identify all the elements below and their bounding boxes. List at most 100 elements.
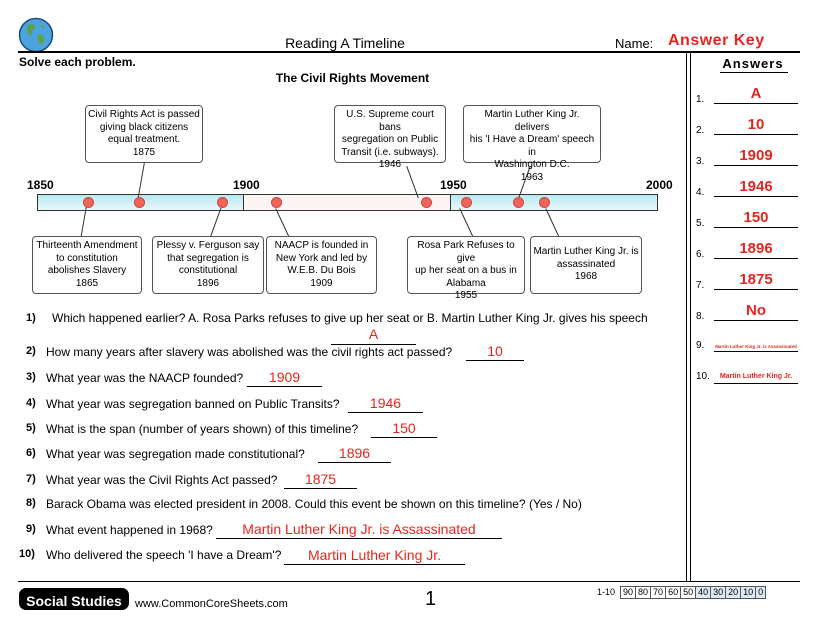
- footer-divider: [18, 581, 800, 582]
- name-label: Name:: [615, 36, 654, 51]
- connector: [209, 207, 222, 239]
- event-text: constitutional: [178, 265, 238, 276]
- score-cell: 50: [680, 586, 697, 599]
- event-dot: [539, 197, 550, 208]
- question-number: 2): [26, 345, 36, 357]
- event-dot: [513, 197, 524, 208]
- question-answer: 1909: [268, 369, 301, 385]
- score-cell: 80: [635, 586, 652, 599]
- timeline-divider: [243, 194, 244, 211]
- event-text: assassinated: [556, 258, 616, 270]
- answer-number: 9.: [696, 340, 705, 351]
- answer-row: 3. 1909: [696, 147, 802, 168]
- answer-value: No: [746, 302, 766, 319]
- header-divider: [18, 51, 800, 53]
- subject-badge: Social Studies: [19, 588, 129, 610]
- event-box: NAACP is founded in New York and led by …: [266, 236, 377, 294]
- answer-key-label: Answer Key: [668, 32, 765, 49]
- question-number: 7): [26, 473, 36, 485]
- event-dot: [461, 197, 472, 208]
- answer-row: 7. 1875: [696, 271, 802, 292]
- answer-number: 10.: [696, 371, 710, 382]
- event-box: Civil Rights Act is passed giving black …: [85, 105, 203, 163]
- answer-value: 1875: [739, 271, 773, 288]
- connector: [275, 208, 290, 238]
- site-url[interactable]: www.CommonCoreSheets.com: [135, 598, 288, 610]
- event-text: Martin Luther King Jr. is: [533, 246, 639, 257]
- connector: [545, 208, 560, 238]
- event-year: 1968: [574, 271, 598, 282]
- event-text: abolishes Slavery: [47, 265, 127, 276]
- instructions: Solve each problem.: [19, 55, 136, 69]
- answer-line: [331, 344, 416, 345]
- event-text: Alabama: [446, 277, 486, 289]
- question-answer: 10: [487, 343, 503, 359]
- question-answer: 1896: [338, 445, 371, 461]
- event-dot: [271, 197, 282, 208]
- question-number: 3): [26, 371, 36, 383]
- answer-number: 5.: [696, 218, 705, 229]
- answer-row: 5. 150: [696, 209, 802, 230]
- event-text: Martin Luther King Jr. delivers: [484, 109, 580, 133]
- event-text: W.E.B. Du Bois: [287, 265, 356, 276]
- answers-divider-right: [690, 53, 691, 581]
- answer-line: [466, 360, 524, 361]
- answer-row: 4. 1946: [696, 178, 802, 199]
- answer-value: 1896: [739, 240, 773, 257]
- page-title: Reading A Timeline: [285, 35, 405, 51]
- answer-line: [371, 437, 437, 438]
- answer-value: Martin Luther King Jr.: [719, 373, 793, 380]
- question-answer: Martin Luther King Jr. is Assassinated: [242, 521, 476, 537]
- event-text: Civil Rights Act is passed: [88, 109, 200, 120]
- event-text: NAACP is founded in: [274, 240, 369, 251]
- event-text: Washington D.C.: [494, 159, 570, 170]
- answer-line: [284, 564, 465, 565]
- answer-line: [348, 412, 423, 413]
- event-text: equal treatment.: [107, 134, 181, 145]
- event-dot: [217, 197, 228, 208]
- connector: [137, 160, 146, 198]
- answer-line: [318, 462, 391, 463]
- event-text: giving black citizens: [99, 121, 189, 133]
- score-cell: 0: [755, 586, 767, 599]
- event-text: segregation on Public: [341, 134, 439, 145]
- event-year: 1875: [132, 146, 156, 158]
- answer-value: 1909: [739, 147, 773, 164]
- answer-value: 1946: [739, 178, 773, 195]
- event-year: 1955: [454, 290, 478, 301]
- event-text: Thirteenth Amendment: [36, 240, 138, 251]
- answer-number: 4.: [696, 187, 705, 198]
- event-box: Plessy v. Ferguson say that segregation …: [152, 236, 264, 294]
- question-number: 6): [26, 447, 36, 459]
- connector: [459, 208, 474, 238]
- event-year: 1909: [310, 277, 333, 289]
- year-label: 2000: [646, 178, 673, 192]
- answer-row: 8. No: [696, 302, 802, 323]
- answer-row: 2. 10: [696, 116, 802, 137]
- year-label: 1950: [440, 178, 467, 192]
- score-scale-label: 1-10: [597, 587, 616, 597]
- event-box: Rosa Park Refuses to give up her seat on…: [407, 236, 525, 301]
- event-dot: [134, 197, 145, 208]
- event-box: Thirteenth Amendment to constitution abo…: [32, 236, 142, 294]
- answer-row: 6. 1896: [696, 240, 802, 261]
- answer-line: [216, 538, 502, 539]
- event-text: that segregation is: [167, 252, 249, 264]
- event-text: Rosa Park Refuses to give: [417, 240, 515, 264]
- score-cell: 90: [620, 586, 637, 599]
- answer-value: Martin Luther King Jr. is Assassinated: [715, 344, 797, 349]
- year-label: 1850: [27, 178, 54, 192]
- timeline-title: The Civil Rights Movement: [275, 71, 430, 85]
- question-number: 10): [19, 548, 35, 560]
- event-text: Plessy v. Ferguson say: [156, 240, 260, 251]
- year-label: 1900: [233, 178, 260, 192]
- answer-value: A: [750, 85, 762, 102]
- score-cell: 70: [650, 586, 667, 599]
- question-text: Barack Obama was elected president in 20…: [46, 497, 582, 511]
- question-text: Who delivered the speech 'I have a Dream…: [46, 548, 282, 562]
- answer-number: 3.: [696, 156, 705, 167]
- score-cell: 10: [740, 586, 757, 599]
- question-answer: 150: [392, 420, 416, 436]
- event-dot: [421, 197, 432, 208]
- event-text: U.S. Supreme court bans: [346, 109, 434, 133]
